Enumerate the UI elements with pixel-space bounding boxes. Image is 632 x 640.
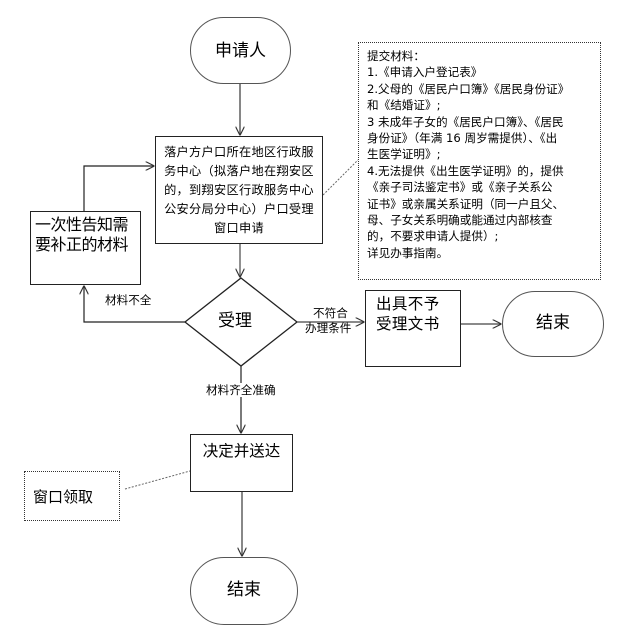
materials-note-line: 母、子女关系明确或能通过内部核查 (367, 213, 553, 228)
materials-note-line: 生医学证明》; (367, 147, 441, 162)
materials-note: 提交材料： 1.《申请入户登记表》 2.父母的《居民户口簿》《居民身份证》 和《… (358, 42, 601, 280)
pickup-note: 窗口领取 (24, 471, 120, 521)
end-terminal-bottom: 结束 (190, 557, 298, 625)
materials-note-line: 4.无法提供《出生医学证明》的，提供 (367, 163, 564, 178)
supplement-step-line-2: 要补正的材料 (35, 235, 129, 254)
supplement-step-box: 一次性告知需 要补正的材料 (30, 211, 141, 285)
start-terminal: 申请人 (190, 17, 291, 84)
materials-note-line: 详见办事指南。 (367, 245, 449, 260)
reject-step-box: 出具不予 受理文书 (365, 290, 461, 367)
end-terminal-right: 结束 (502, 291, 604, 357)
main-step-line-1: 落户方户口所在地区行政服 (164, 145, 314, 159)
main-step-box: 落户方户口所在地区行政服 务中心（拟落户地在翔安区 的，到翔安区行政服务中心 公… (155, 136, 323, 244)
edge-label-incomplete: 材料不全 (105, 293, 152, 307)
note-link-materials (322, 159, 359, 196)
pickup-note-label: 窗口领取 (33, 487, 94, 506)
supplement-step-line-1: 一次性告知需 (35, 215, 129, 234)
materials-note-title: 提交材料： (367, 49, 425, 63)
edge-label-not-eligible-1: 不符合 (313, 306, 348, 320)
reject-step-line-2: 受理文书 (376, 315, 440, 333)
main-step-line-2: 务中心（拟落户地在翔安区 (164, 164, 314, 178)
reject-step-line-1: 出具不予 (376, 295, 440, 313)
edge-label-not-eligible-2: 办理条件 (305, 321, 352, 335)
edge-label-complete: 材料齐全准确 (206, 383, 276, 397)
materials-note-line: 2.父母的《居民户口簿》《居民身份证》 (367, 81, 570, 96)
main-step-line-3: 的，到翔安区行政服务中心 (164, 183, 314, 197)
main-step-line-5: 窗口申请 (214, 221, 264, 235)
materials-note-line: 的，不要求申请人提供）; (367, 229, 499, 244)
materials-note-line: 3 未成年子女的《居民户口簿》、《居民 (367, 114, 564, 129)
note-link-pickup (124, 470, 191, 490)
decide-step-box: 决定并送达 (190, 434, 293, 492)
edge-decision-to-supplement (84, 286, 185, 323)
decision-label: 受理 (218, 311, 252, 331)
main-step-line-4: 公安分局分中心）户口受理 (164, 202, 314, 216)
end-right-label: 结束 (536, 313, 570, 333)
materials-note-line: 1.《申请入户登记表》 (367, 65, 483, 80)
materials-note-line: 身份证》（年满 16 周岁需提供）、《出 (367, 131, 558, 146)
start-label: 申请人 (215, 41, 266, 61)
materials-note-line: 《亲子司法鉴定书》或《亲子关系公 (367, 180, 553, 195)
materials-note-line: 和《结婚证》; (367, 98, 441, 113)
decide-step-label: 决定并送达 (202, 442, 281, 460)
end-bottom-label: 结束 (227, 580, 261, 600)
materials-note-line: 证书》或亲属关系证明（同一户且父、 (367, 196, 565, 211)
edge-supplement-to-main (83, 166, 154, 211)
